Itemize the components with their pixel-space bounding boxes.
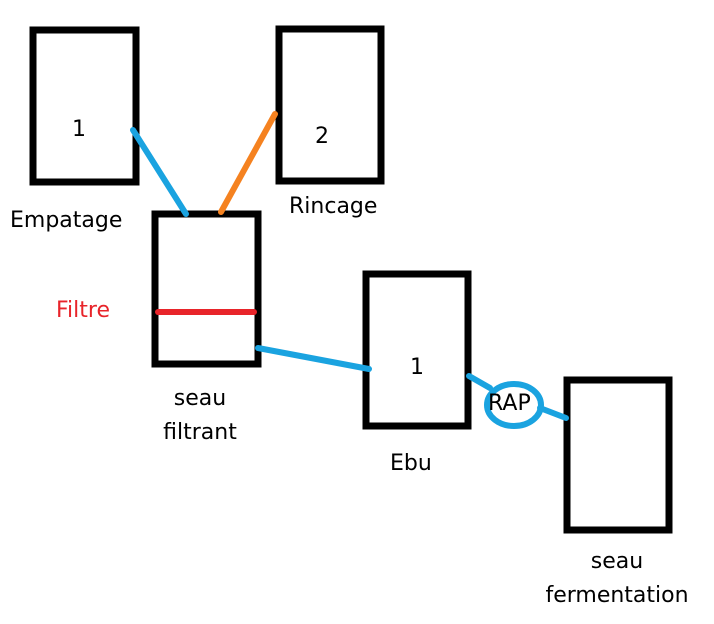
valve-label: RAP <box>488 391 531 416</box>
seau-fermentation-label-line2: fermentation <box>545 583 689 608</box>
rincage-to-filtrant-line <box>218 111 278 215</box>
empatage-label: Empatage <box>10 208 123 233</box>
rincage-label: Rincage <box>289 194 378 219</box>
seau-fermentation-box <box>563 376 673 534</box>
ebu-box <box>362 270 472 430</box>
seau-filtrant-label-line1: seau <box>173 386 227 411</box>
seau-filtrant-label: seau filtrant <box>163 382 237 450</box>
seau-filtrant-box <box>151 210 262 368</box>
ebu-to-valve-line <box>466 373 493 391</box>
ebu-label: Ebu <box>390 451 432 476</box>
rincage-number: 2 <box>315 124 329 149</box>
seau-fermentation-label-line1: seau <box>590 549 644 574</box>
empatage-box <box>29 26 140 186</box>
empatage-number: 1 <box>72 117 86 142</box>
valve-to-fermentation-line <box>537 405 569 421</box>
rincage-box <box>275 25 385 185</box>
valve-circle <box>484 381 544 429</box>
ebu-number: 1 <box>410 355 424 380</box>
empatage-to-filtrant-line <box>130 127 189 217</box>
filter-label: Filtre <box>56 298 111 323</box>
seau-filtrant-label-line2: filtrant <box>163 420 237 445</box>
seau-fermentation-label: seau fermentation <box>545 545 688 613</box>
filtrant-to-ebu-line <box>255 345 372 372</box>
